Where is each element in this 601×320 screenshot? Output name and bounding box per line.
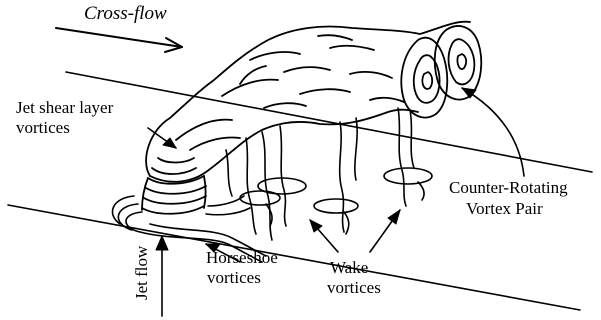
jet-shear-label-line2: vortices [16, 118, 70, 138]
lower-wall-line [8, 205, 580, 310]
horseshoe-label-line1: Horseshoe [206, 248, 278, 268]
pointer-wake-right-head [388, 210, 400, 224]
upper-wall-line [66, 72, 592, 172]
counter-rotating-label-line1: Counter-Rotating [449, 178, 568, 198]
jet-flow-label: Jet flow [132, 246, 152, 300]
jet-shear-label-line1: Jet shear layer [16, 98, 113, 118]
counter-rotating-vortex-pair [401, 26, 481, 118]
cross-flow-arrow [56, 28, 182, 52]
pointer-wake-left-head [310, 220, 322, 232]
wake-label-line2: vortices [327, 278, 381, 298]
wake-vortices [226, 108, 432, 240]
counter-rotating-label-line2: Vortex Pair [466, 199, 543, 219]
jet-flow-arrow [156, 236, 168, 316]
cross-flow-label: Cross-flow [84, 4, 167, 24]
horseshoe-label-line2: vortices [207, 268, 261, 288]
wake-label-line1: Wake [330, 258, 368, 278]
jet-shear-layer-vortices [142, 158, 206, 214]
pointer-counter-rotating [462, 88, 524, 176]
